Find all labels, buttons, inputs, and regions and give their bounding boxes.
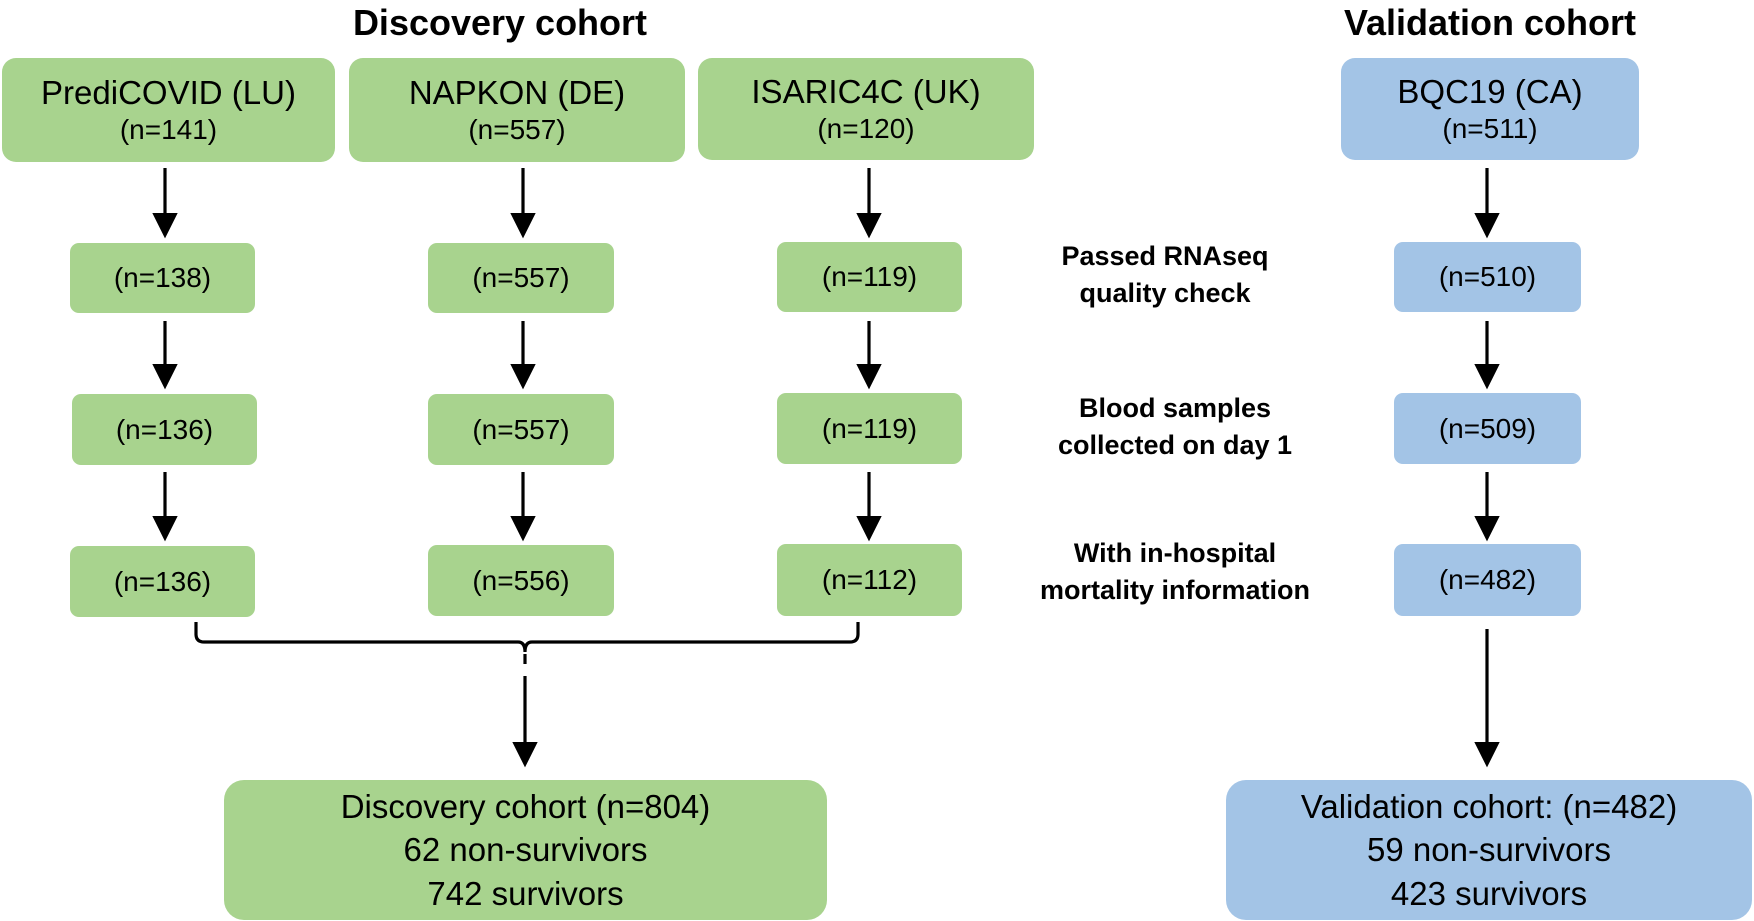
napkon-mortality-box: (n=556)	[428, 545, 614, 616]
isaric4c-mortality-box: (n=112)	[777, 544, 962, 616]
validation-result-box: Validation cohort: (n=482) 59 non-surviv…	[1226, 780, 1752, 920]
predicovid-name: PrediCOVID (LU)	[41, 74, 296, 112]
bqc19-name: BQC19 (CA)	[1397, 73, 1583, 111]
isaric4c-n-total: (n=120)	[817, 113, 915, 144]
predicovid-mortality-box: (n=136)	[70, 546, 255, 617]
bqc19-box: BQC19 (CA) (n=511)	[1341, 58, 1639, 160]
bqc19-mortality-box: (n=482)	[1394, 544, 1581, 616]
discovery-cohort-title: Discovery cohort	[352, 2, 648, 43]
napkon-n-total: (n=557)	[468, 114, 566, 145]
napkon-day1-box: (n=557)	[428, 394, 614, 465]
step-label-day1: Blood samples collected on day 1	[1010, 390, 1340, 465]
step-label-rnaseq-line2: quality check	[1079, 278, 1251, 309]
validation-cohort-title: Validation cohort	[1343, 2, 1637, 43]
step-label-mortality-line1: With in-hospital	[1073, 538, 1277, 568]
discovery-result-line1: Discovery cohort (n=804)	[340, 787, 711, 825]
validation-result-line3: 423 survivors	[1390, 874, 1588, 912]
isaric4c-day1-box: (n=119)	[777, 393, 962, 464]
step-label-mortality: With in-hospital mortality information	[1000, 535, 1350, 610]
bqc19-n-total: (n=511)	[1442, 113, 1538, 144]
step-label-day1-line2: collected on day 1	[1057, 430, 1293, 461]
predicovid-rnaseq-box: (n=138)	[70, 243, 255, 313]
discovery-result-line2: 62 non-survivors	[403, 831, 648, 869]
merge-bracket	[194, 622, 860, 653]
predicovid-n-total: (n=141)	[119, 114, 218, 145]
bqc19-rnaseq-box: (n=510)	[1394, 242, 1581, 312]
napkon-box: NAPKON (DE) (n=557)	[349, 58, 685, 162]
isaric4c-box: ISARIC4C (UK) (n=120)	[698, 58, 1034, 160]
bqc19-day1-box: (n=509)	[1394, 393, 1581, 464]
discovery-result-line3: 742 survivors	[427, 874, 624, 912]
validation-result-line2: 59 non-survivors	[1367, 831, 1611, 869]
step-label-rnaseq-line1: Passed RNAseq	[1061, 241, 1269, 271]
step-label-day1-line1: Blood samples	[1078, 393, 1272, 423]
discovery-result-box: Discovery cohort (n=804) 62 non-survivor…	[224, 780, 827, 920]
isaric4c-rnaseq-box: (n=119)	[777, 242, 962, 312]
isaric4c-name: ISARIC4C (UK)	[751, 73, 981, 111]
validation-result-line1: Validation cohort: (n=482)	[1300, 787, 1678, 825]
step-label-mortality-line2: mortality information	[1039, 575, 1310, 606]
predicovid-box: PrediCOVID (LU) (n=141)	[2, 58, 335, 162]
predicovid-day1-box: (n=136)	[72, 394, 257, 465]
step-label-rnaseq: Passed RNAseq quality check	[1000, 238, 1330, 313]
napkon-name: NAPKON (DE)	[408, 74, 626, 112]
napkon-rnaseq-box: (n=557)	[428, 243, 614, 313]
